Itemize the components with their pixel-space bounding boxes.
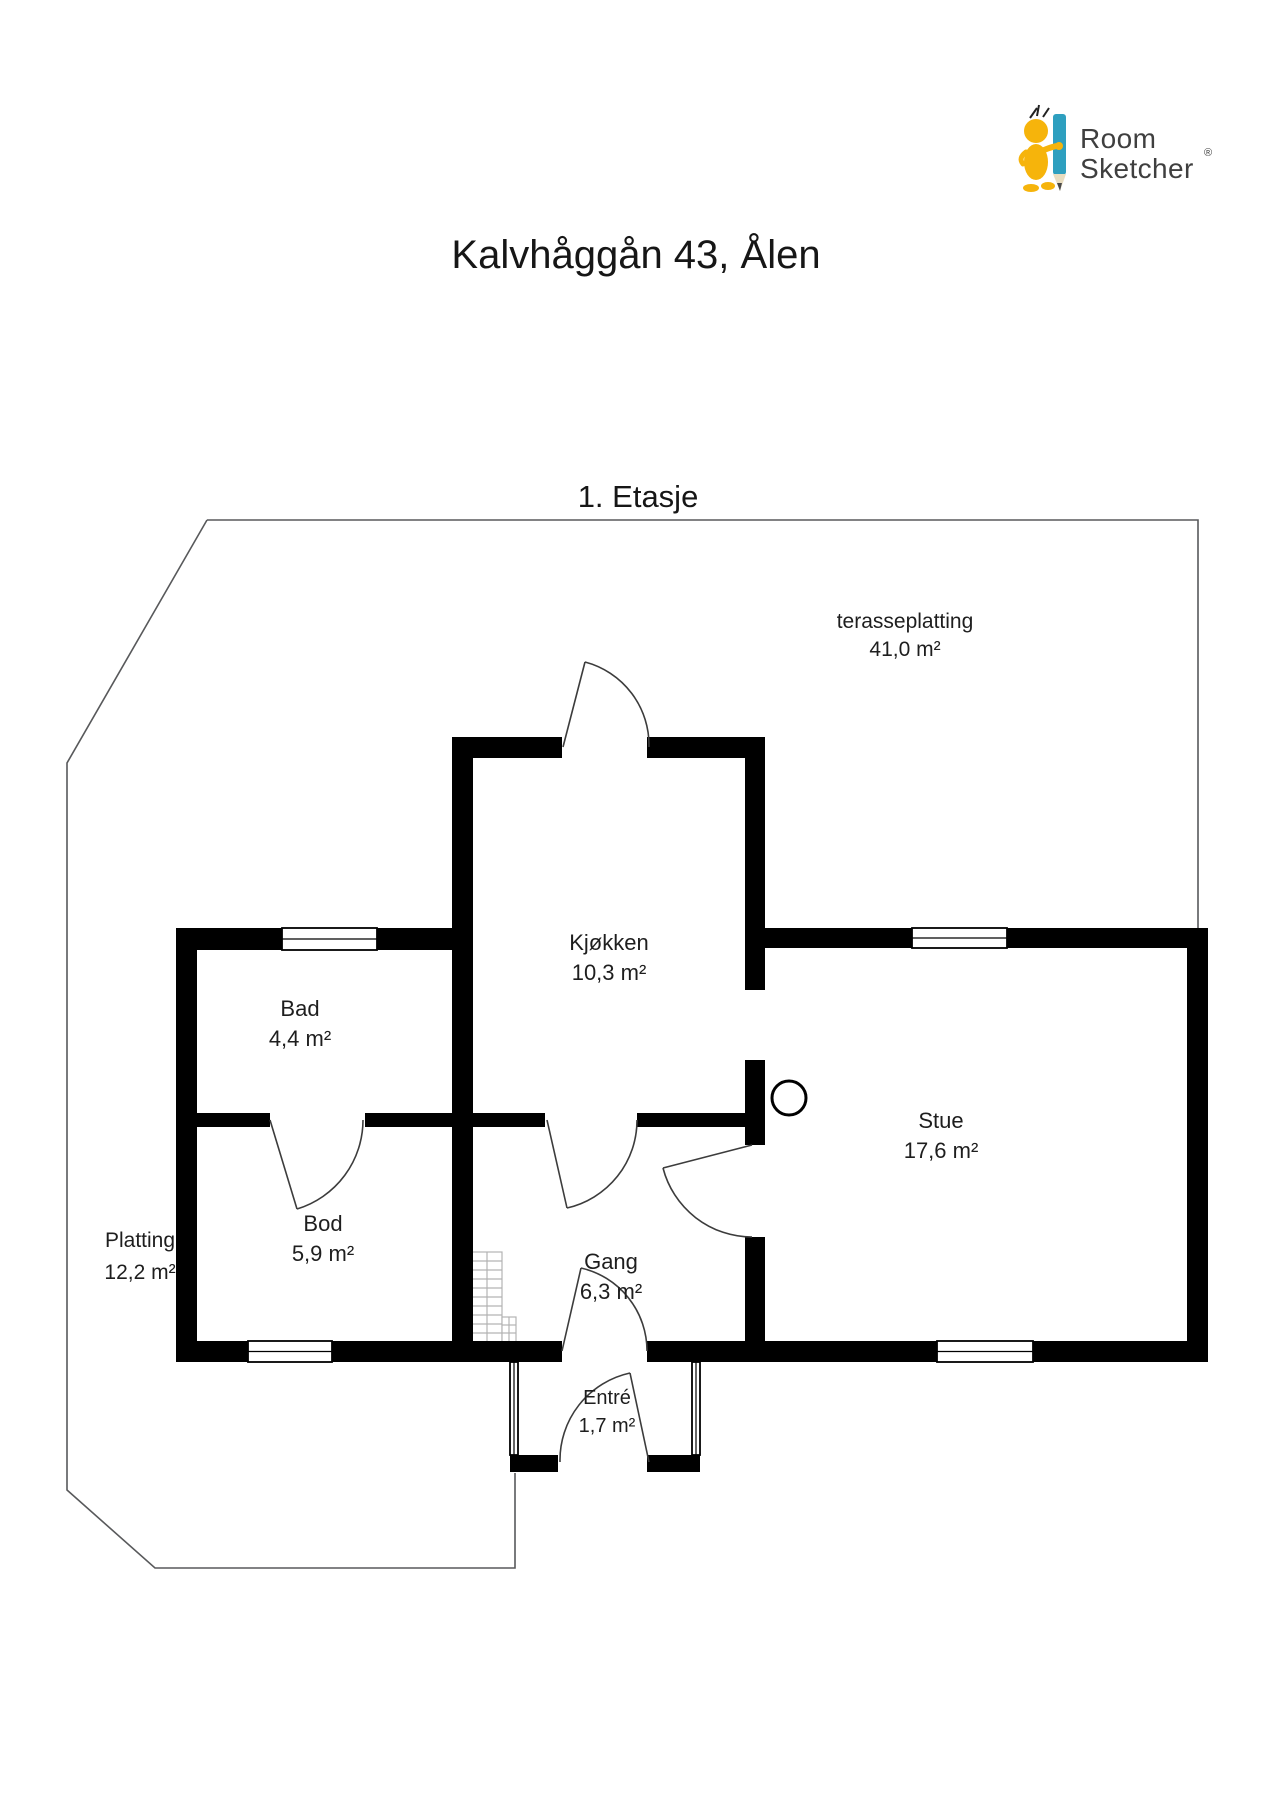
- floor-plan: Kjøkken 10,3 m² Bad 4,4 m² Bod 5,9 m² Gang 6,3 …: [66, 519, 1208, 1569]
- door-swing-arc: [580, 1267, 648, 1352]
- wall-segment: [365, 1113, 452, 1127]
- room-name-label: Platting: [105, 1229, 175, 1252]
- logo-word-room: Room: [1080, 123, 1156, 154]
- platting-outline: [207, 519, 1199, 929]
- wall-segment: [473, 1113, 545, 1127]
- door-leaf: [629, 1372, 650, 1463]
- room-name-label: Kjøkken: [569, 930, 648, 955]
- roomsketcher-mascot-icon: [1018, 104, 1066, 192]
- room-name-label: Gang: [584, 1249, 638, 1274]
- wall-segment: [510, 1455, 558, 1472]
- door-swing-arc: [566, 1119, 638, 1209]
- room-area-label: 17,6 m²: [904, 1138, 979, 1163]
- wall-segment: [452, 737, 473, 1362]
- wall-segment: [647, 1341, 937, 1362]
- wall-segment: [647, 1455, 700, 1472]
- roomsketcher-logo: Room Sketcher ®: [1018, 104, 1212, 192]
- room-area-label: 12,2 m²: [104, 1261, 175, 1284]
- door-leaf: [662, 1144, 753, 1169]
- wall-segment: [647, 737, 765, 758]
- door-swing-arc: [559, 1372, 631, 1463]
- wall-segment: [176, 928, 197, 1362]
- room-area-label: 6,3 m²: [580, 1279, 642, 1304]
- wall-segment: [1033, 1341, 1208, 1362]
- door-leaf: [561, 1267, 582, 1352]
- wall-segment: [1187, 928, 1208, 1362]
- room-name-label: Entré: [583, 1387, 631, 1409]
- wall-segment: [745, 737, 765, 990]
- door-swing-arc: [296, 1119, 364, 1210]
- room-area-label: 41,0 m²: [869, 638, 940, 661]
- wall-segment: [745, 1060, 765, 1145]
- platting-outline: [66, 519, 516, 1569]
- room-name-label: Bod: [303, 1211, 342, 1236]
- room-area-label: 10,3 m²: [572, 960, 647, 985]
- wall-segment: [765, 928, 912, 948]
- wall-segment: [176, 1341, 248, 1362]
- door-swing-arc: [584, 661, 650, 748]
- wall-segment: [332, 1341, 562, 1362]
- page-title: Kalvhåggån 43, Ålen: [451, 232, 820, 277]
- wall-segment: [197, 1113, 270, 1127]
- wall-segment: [452, 737, 562, 758]
- logo-word-sketcher: Sketcher: [1080, 153, 1194, 184]
- floor-title: 1. Etasje: [578, 479, 699, 514]
- room-area-label: 4,4 m²: [269, 1026, 331, 1051]
- wall-segment: [377, 928, 452, 950]
- wall-segment: [1007, 928, 1208, 948]
- door-leaf: [562, 661, 586, 748]
- room-name-label: Bad: [280, 996, 319, 1021]
- door-swing-arc: [662, 1167, 753, 1238]
- wall-segment: [637, 1113, 745, 1127]
- room-area-label: 1,7 m²: [579, 1415, 636, 1437]
- registered-mark: ®: [1204, 147, 1212, 159]
- room-name-label: Stue: [918, 1108, 963, 1133]
- wall-segment: [176, 928, 282, 950]
- wall-segment: [745, 1237, 765, 1362]
- room-area-label: 5,9 m²: [292, 1241, 354, 1266]
- door-leaf: [546, 1119, 568, 1209]
- circle-fixture: [770, 1079, 808, 1117]
- room-name-label: terasseplatting: [837, 610, 974, 633]
- door-leaf: [269, 1119, 298, 1210]
